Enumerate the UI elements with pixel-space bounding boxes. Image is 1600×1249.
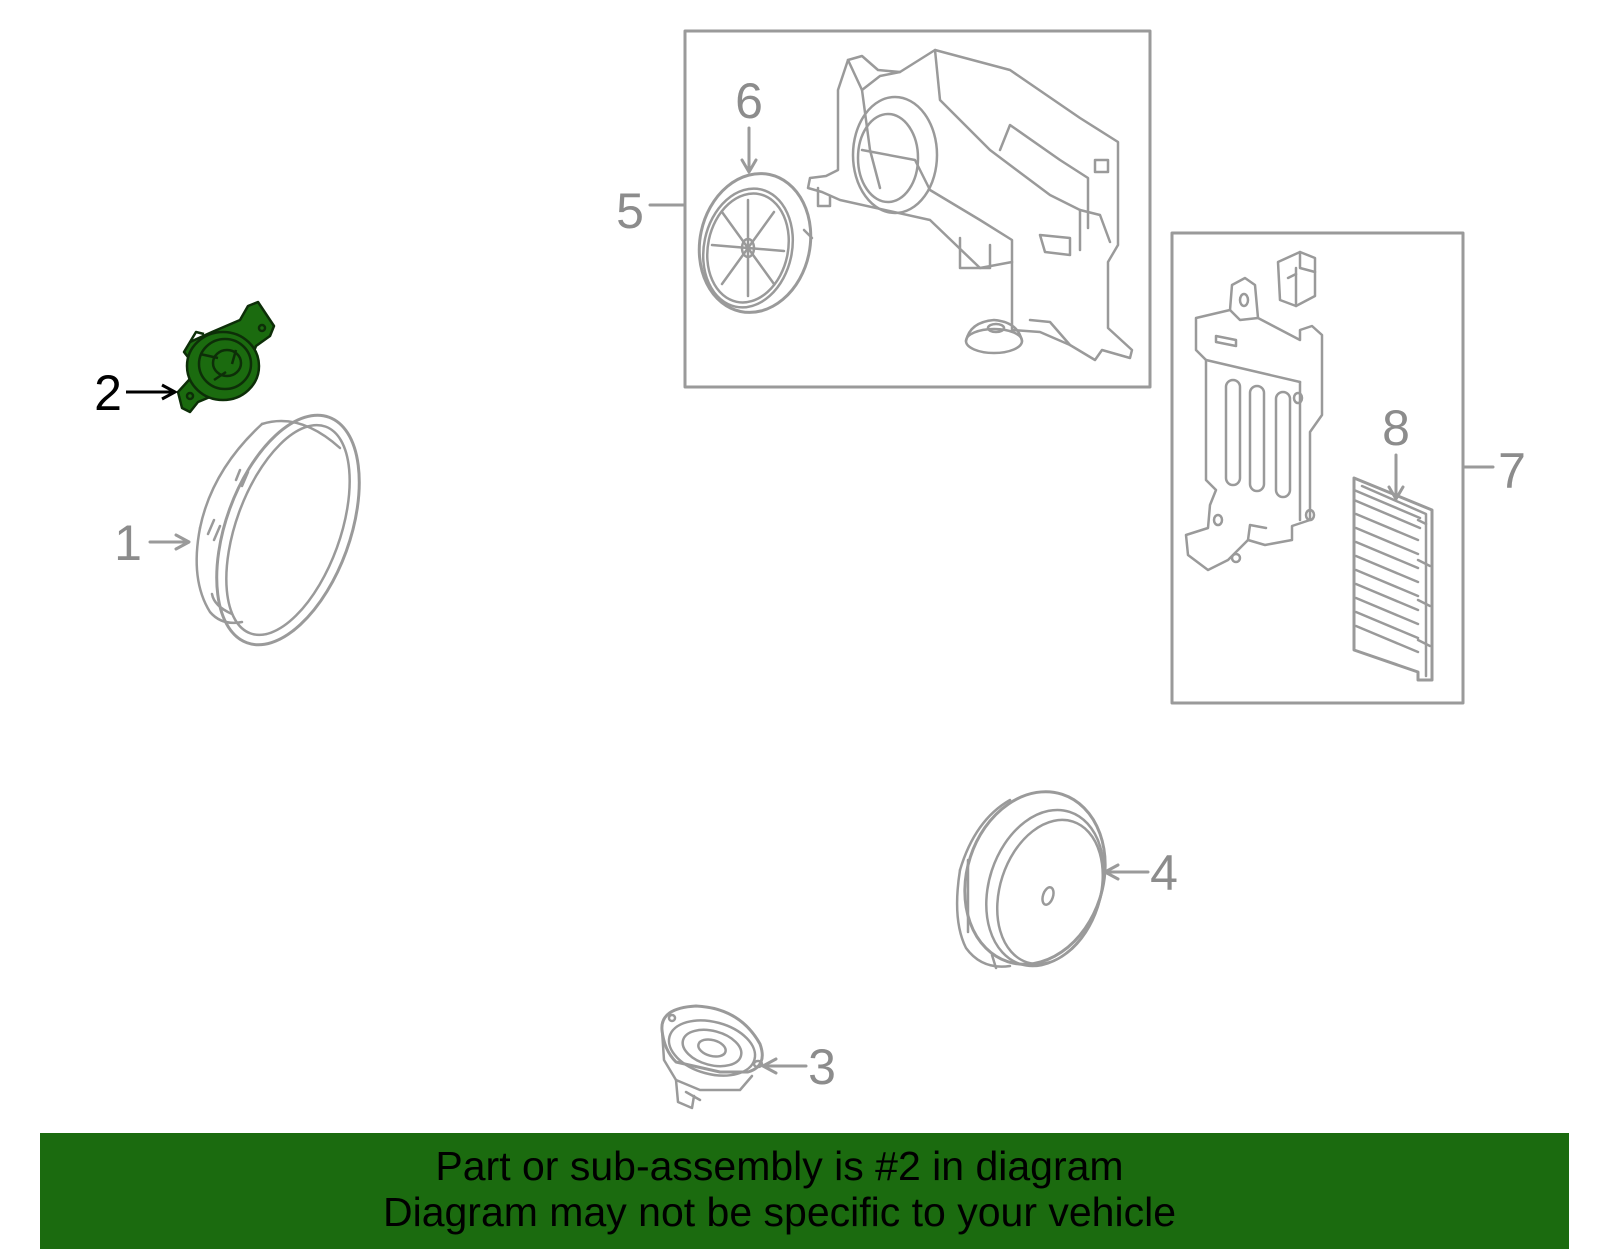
part-4-arrowhead: [1103, 863, 1120, 881]
part-8-arrowhead: [1387, 485, 1405, 501]
callout-8: 8: [1382, 400, 1410, 456]
part-3-speaker: [660, 1004, 764, 1110]
part-2-callout-arrow: [126, 383, 179, 401]
callout-6: 6: [735, 73, 763, 129]
callout-1: 1: [114, 515, 142, 571]
callout-4: 4: [1150, 845, 1178, 901]
part-5-foot: [964, 318, 1024, 355]
part-7-box: [1170, 231, 1465, 705]
part-6-speaker: [697, 172, 814, 314]
part-5-box: [683, 29, 1152, 389]
part-8-amplifier: [1352, 476, 1434, 682]
banner-line-2: Diagram may not be specific to your vehi…: [382, 1189, 1176, 1235]
part-4-speaker: [955, 790, 1107, 970]
part-5-enclosure: [806, 48, 1134, 362]
part-7-clip: [1276, 250, 1317, 308]
callout-5: 5: [616, 183, 644, 239]
callout-7: 7: [1498, 443, 1526, 499]
callout-3: 3: [808, 1039, 836, 1095]
part-1-arrowhead: [174, 533, 191, 551]
part-2-tweeter: [176, 300, 276, 414]
part-1-ring: [195, 413, 361, 647]
callout-2: 2: [94, 365, 122, 421]
part-7-bracket: [1184, 276, 1324, 572]
part-6-arrowhead: [740, 158, 758, 174]
info-banner: Part or sub-assembly is #2 in diagram Di…: [40, 1133, 1569, 1249]
part-3-arrowhead: [761, 1057, 778, 1075]
banner-line-1: Part or sub-assembly is #2 in diagram: [435, 1143, 1124, 1189]
